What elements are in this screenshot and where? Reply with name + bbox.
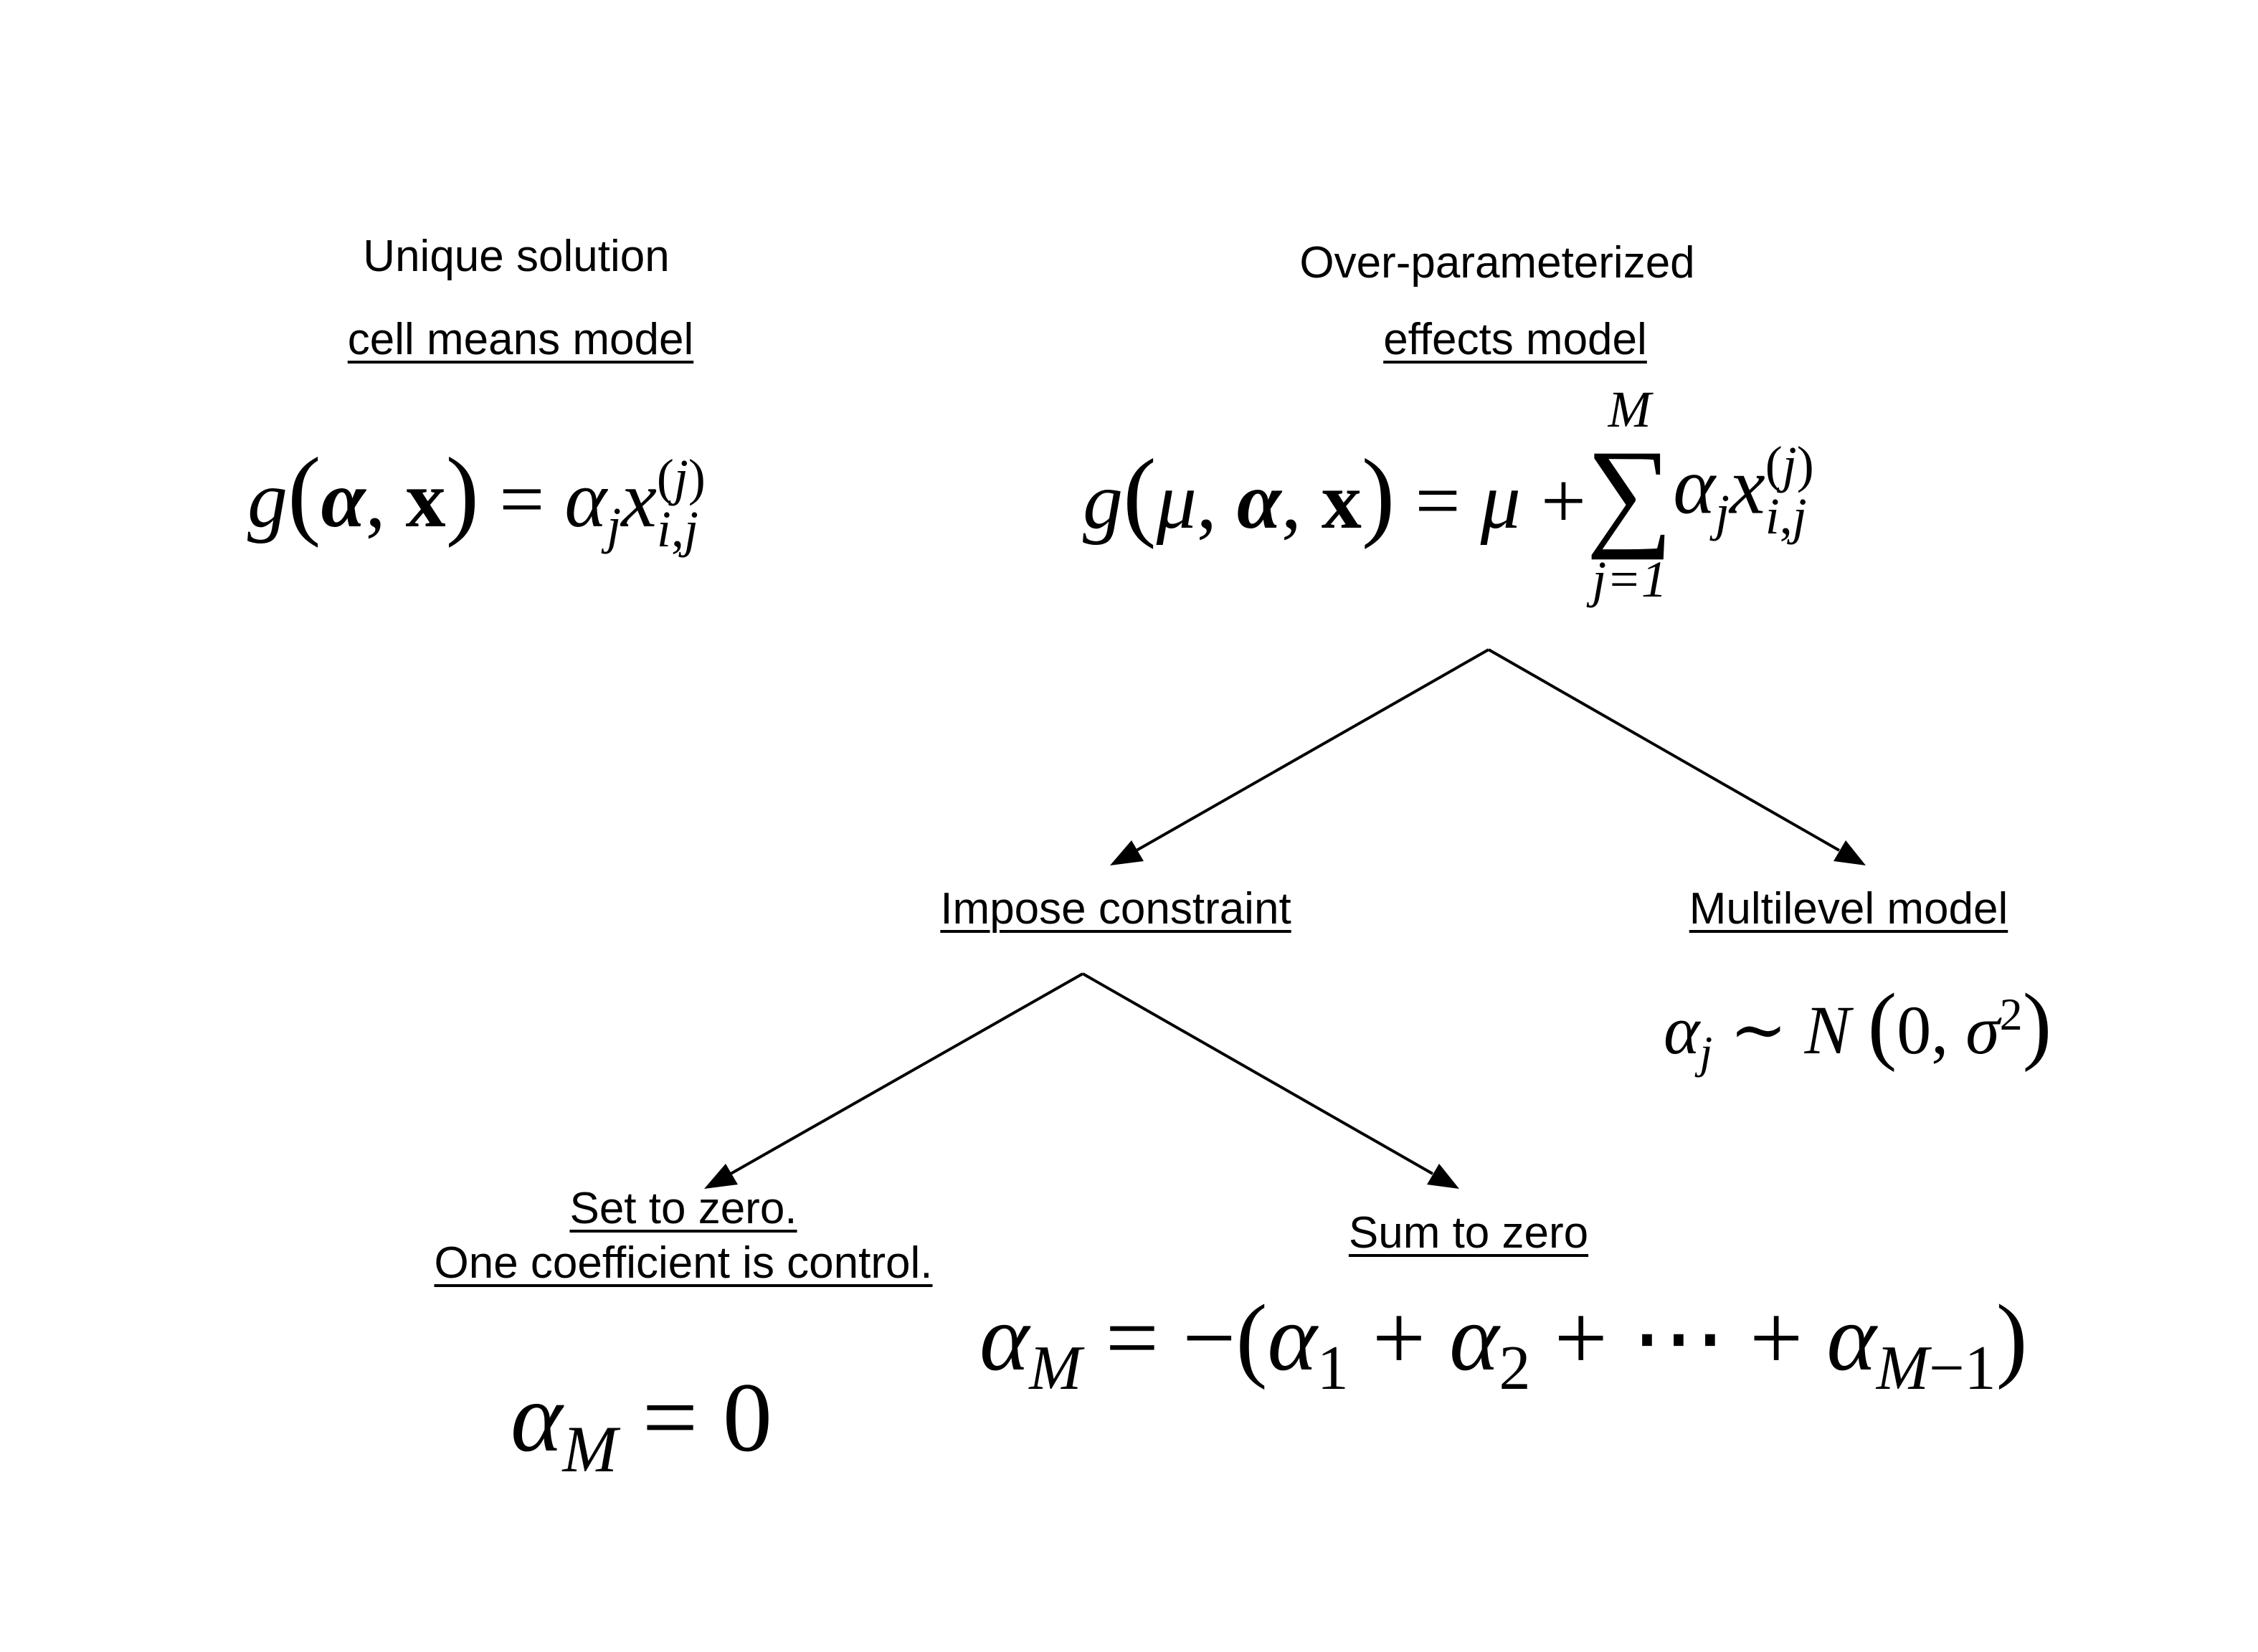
over-parameterized-title: Over-parameterized [1299,238,1695,288]
cell-means-model-label: cell means model [347,315,694,364]
multilevel-model-label: Multilevel model [1689,884,2008,934]
sum-to-zero-equation: αM = −(α1 + α2 + ⋯ + αM−1) [979,1285,2028,1404]
arrowhead-multilevel-model [1834,840,1866,865]
arrow-to-impose-constraint [1136,648,1489,852]
sum-lower-limit: j=1 [1592,551,1667,608]
one-coefficient-control-label: One coefficient is control. [434,1238,933,1288]
cell-means-equation: g(α, x) = αjx(j)i,j [247,437,706,559]
set-to-zero-label: Set to zero. [569,1184,797,1233]
summation-operator: M∑j=1 [1586,381,1674,608]
effects-model-label: effects model [1383,315,1647,364]
arrowhead-set-to-zero [704,1164,738,1189]
impose-constraint-label: Impose constraint [940,884,1291,934]
set-to-zero-equation: αM = 0 [511,1362,772,1486]
arrow-to-multilevel-model [1488,648,1840,852]
arrow-to-set-to-zero [730,972,1083,1175]
arrowhead-sum-to-zero [1427,1164,1459,1189]
arrowhead-impose-constraint [1110,840,1144,865]
arrow-to-sum-to-zero [1082,972,1433,1175]
multilevel-equation: αj ∼ N (0, σ2) [1664,976,2052,1078]
sum-to-zero-label: Sum to zero [1348,1208,1589,1258]
sum-upper-limit: M [1608,381,1651,438]
unique-solution-title: Unique solution [363,232,670,281]
